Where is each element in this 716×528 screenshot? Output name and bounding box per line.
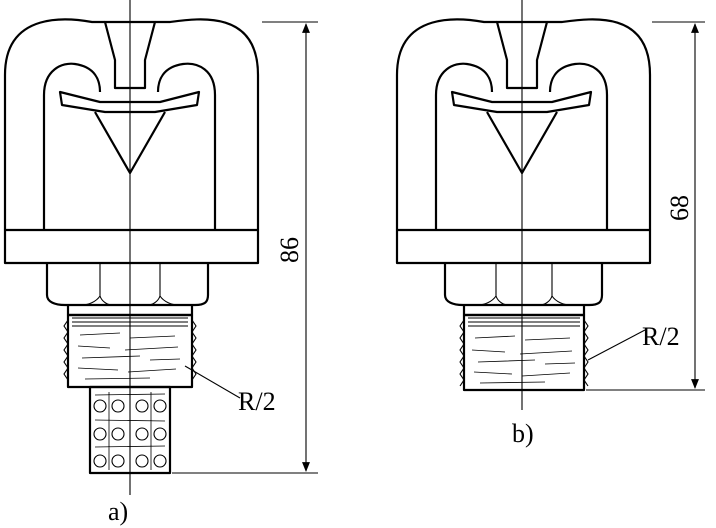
thread-edge-l-b — [459, 319, 465, 387]
frame-inner-b — [434, 62, 609, 230]
thread-hatch-b — [471, 335, 576, 384]
hex-nut-faces-b — [477, 263, 571, 306]
thread-hatch-a — [77, 332, 181, 380]
caption-b: b) — [512, 419, 534, 448]
strainer-holes-a — [93, 399, 167, 468]
frame-outer-b — [395, 18, 652, 230]
deflector-column-a — [103, 20, 157, 90]
collar-b — [395, 228, 652, 265]
dimension-label-b: 68 — [665, 195, 694, 221]
thread-label-a: R/2 — [238, 387, 276, 416]
hex-nut-a — [45, 263, 210, 307]
frame-inner-a — [42, 62, 217, 230]
sprinkler-b: 68 R/2 b) — [395, 0, 705, 448]
dimension-label-a: 86 — [275, 237, 304, 263]
thread-edge-r-b — [583, 319, 589, 387]
deflector-column-b — [495, 20, 549, 90]
thread-edge-l-a — [63, 319, 69, 381]
thread-leader-b — [587, 329, 646, 361]
thread-label-b: R/2 — [642, 322, 680, 351]
hex-nut-faces-a — [81, 263, 179, 306]
frame-outer-a — [3, 18, 260, 230]
thread-top-b — [462, 305, 586, 317]
collar-a — [3, 228, 260, 265]
thread-top-band-b — [468, 317, 580, 327]
thread-leader-a — [184, 365, 241, 399]
caption-a: a) — [108, 497, 128, 526]
sprinkler-a: 86 R/2 a) — [3, 0, 318, 526]
thread-edge-r-a — [191, 319, 197, 381]
thread-body-b — [462, 313, 586, 392]
hex-nut-b — [443, 263, 604, 307]
